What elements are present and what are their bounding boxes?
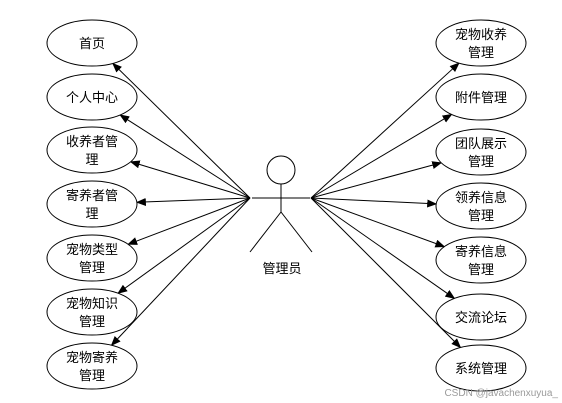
use-case-ellipse — [435, 73, 527, 121]
use-case-label: 管理 — [468, 263, 494, 278]
use-case-label: 交流论坛 — [455, 310, 507, 326]
actor-head — [266, 155, 296, 185]
use-case-label: 理 — [85, 207, 98, 222]
association-arrow — [129, 160, 251, 199]
use-case-label: 宠物知识 — [66, 296, 118, 312]
association-arrow — [310, 161, 443, 199]
use-case-ellipse — [435, 236, 527, 284]
use-case: 交流论坛 — [435, 293, 527, 341]
association-arrow — [135, 197, 251, 206]
use-case-label: 系统管理 — [455, 362, 507, 377]
use-case-label: 管理 — [79, 369, 105, 384]
use-case-ellipse — [435, 344, 527, 392]
use-case-label: 宠物收养 — [455, 27, 507, 43]
use-case-ellipse — [46, 19, 138, 67]
use-case-ellipse — [435, 128, 527, 176]
actor-leg-left — [249, 211, 282, 253]
use-case-ellipse — [435, 293, 527, 341]
use-case-label: 管理 — [79, 315, 105, 330]
association-arrow — [127, 197, 251, 245]
use-case-ellipse — [46, 342, 138, 390]
use-case-label: 管理 — [79, 261, 105, 276]
use-case-label: 理 — [85, 153, 98, 168]
watermark-text: CSDN @javachenxuyua_ — [444, 388, 558, 399]
association-lines — [110, 62, 462, 349]
use-case-label: 宠物寄养 — [66, 350, 118, 366]
association-arrow — [112, 62, 251, 199]
use-case-label: 领养信息 — [455, 190, 507, 206]
association-arrow — [310, 113, 453, 199]
association-arrow — [310, 197, 446, 248]
use-case-ellipse — [46, 73, 138, 121]
use-case-label: 寄养者管 — [66, 188, 118, 204]
use-case-label: 管理 — [468, 46, 494, 61]
association-arrow — [117, 197, 251, 294]
use-case-label: 团队展示 — [455, 137, 507, 152]
use-case: 系统管理 — [435, 344, 527, 392]
use-case-label: 首页 — [79, 37, 105, 52]
use-case-ellipse — [435, 182, 527, 230]
use-case: 首页 — [46, 19, 138, 67]
association-arrow — [110, 197, 251, 346]
use-case-label: 管理 — [468, 209, 494, 224]
use-case-label: 附件管理 — [455, 91, 507, 106]
association-arrow — [310, 197, 456, 299]
association-arrow — [310, 62, 460, 199]
use-case-ellipse — [46, 126, 138, 174]
association-arrow — [310, 197, 438, 208]
actor-label: 管理员 — [262, 262, 301, 277]
use-case-group: 首页个人中心收养者管理寄养者管理宠物类型管理宠物知识管理宠物寄养管理宠物收养管理… — [46, 19, 527, 392]
use-case-label: 寄养信息 — [455, 244, 507, 260]
actor: 管理员 — [249, 155, 313, 277]
use-case: 附件管理 — [435, 73, 527, 121]
use-case-ellipse — [435, 19, 527, 67]
use-case-label: 宠物类型 — [66, 242, 118, 258]
use-case-label: 收养者管 — [66, 134, 118, 150]
use-case-ellipse — [46, 288, 138, 336]
use-case-label: 个人中心 — [66, 91, 118, 106]
use-case: 个人中心 — [46, 73, 138, 121]
actor-leg-right — [280, 211, 313, 253]
use-case-ellipse — [46, 234, 138, 282]
association-arrow — [119, 114, 251, 199]
association-arrow — [310, 197, 462, 349]
use-case-ellipse — [46, 180, 138, 228]
use-case-label: 管理 — [468, 155, 494, 170]
